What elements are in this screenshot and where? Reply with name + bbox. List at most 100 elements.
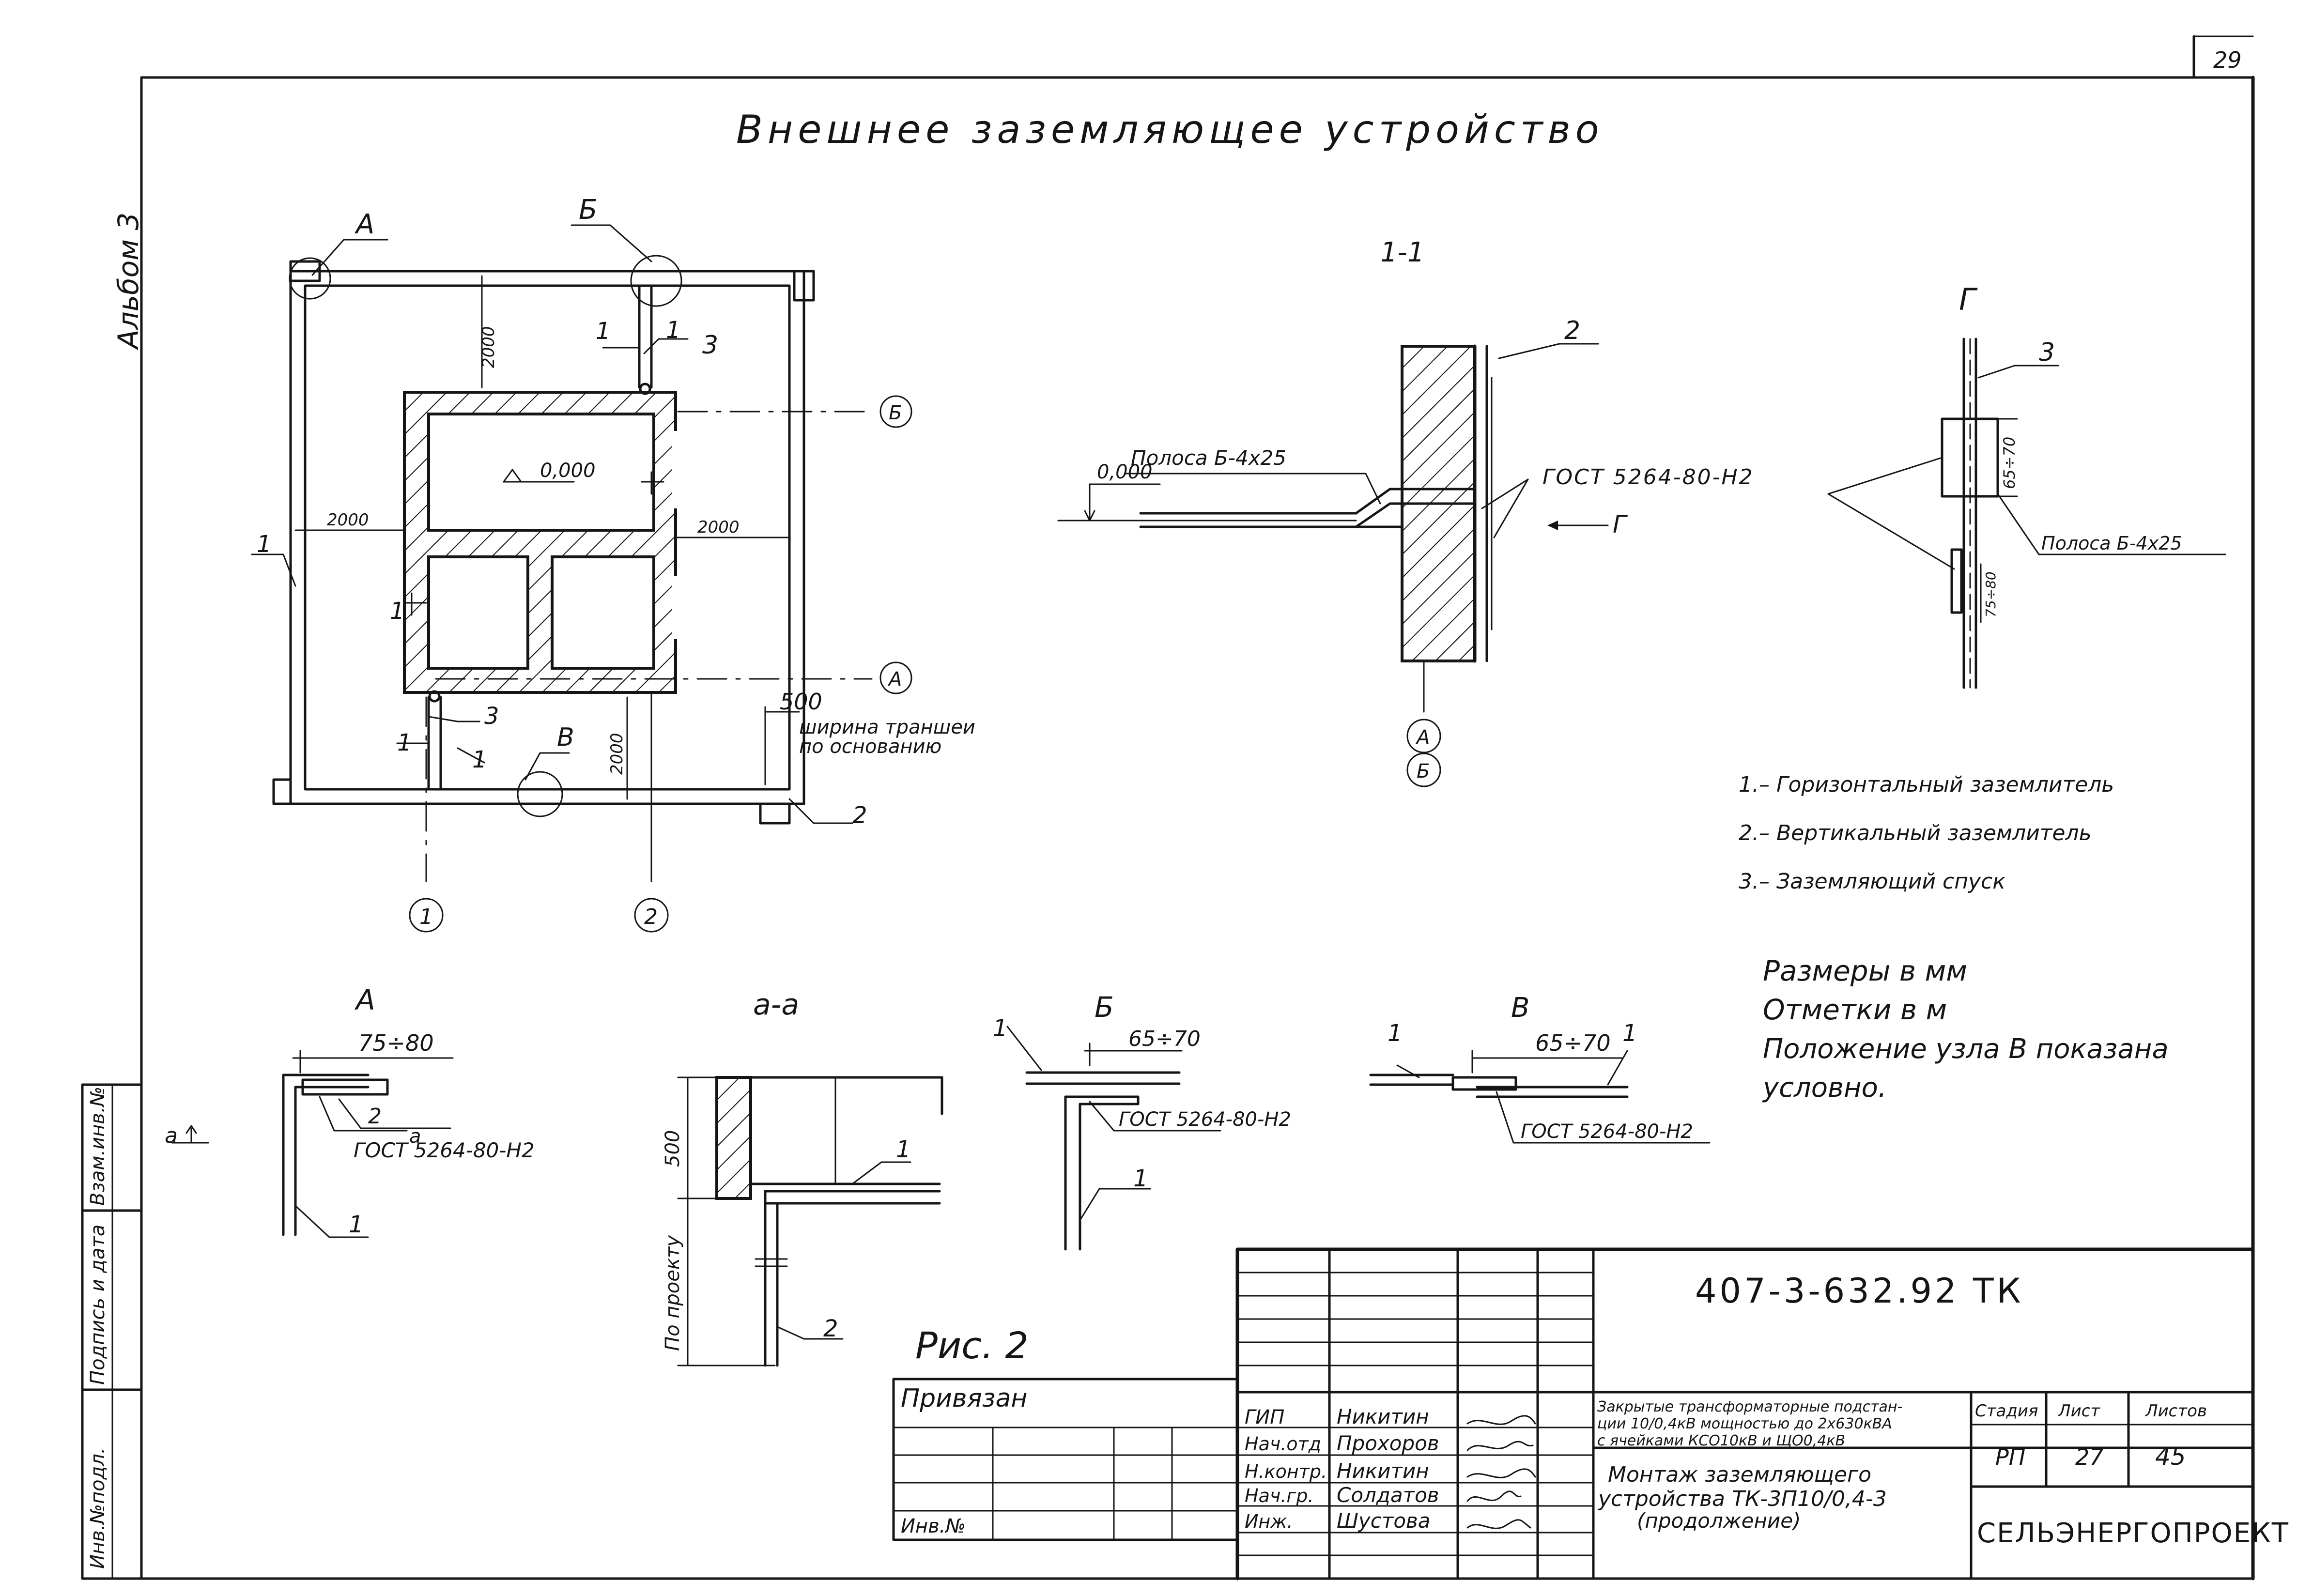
title-block-role: ГИП (1245, 1406, 1284, 1428)
plan-dim-2000-left: 2000 (327, 510, 369, 530)
title-block-org: СЕЛЬЭНЕРГОПРОЕКТ (1977, 1518, 2289, 1549)
detail-a-label-1: 1 (349, 1211, 364, 1238)
plan-dim-500: 500 (780, 689, 822, 715)
side-stamp-podpis: Подпись и дата (87, 1225, 109, 1385)
title-block-name: Прохоров (1337, 1431, 1439, 1455)
title-block-lists: 45 (2155, 1443, 2186, 1471)
sheet-number: 29 (2213, 47, 2242, 73)
detail-b-label-1a: 1 (993, 1015, 1008, 1042)
detail-b-label-1b: 1 (1133, 1165, 1148, 1192)
figure-caption: Рис. 2 (915, 1324, 1029, 1367)
plan-view (251, 224, 912, 933)
side-stamp-inv-podl: Инв.№подл. (87, 1447, 109, 1569)
section-strip-label: Полоса Б-4х25 (1131, 446, 1286, 470)
detail-v-dim: 65÷70 (1535, 1030, 1611, 1056)
plan-callout: 1 (257, 531, 272, 558)
title-block-stage-label: Стадия (1975, 1401, 2038, 1421)
detail-a-a-label-2: 2 (823, 1315, 838, 1342)
view-g-title: Г (1959, 282, 1978, 317)
title-block-name: Шустова (1337, 1509, 1431, 1533)
title-block-list: 27 (2075, 1444, 2104, 1470)
title-block-project-1: Закрытые трансформаторные подстан- (1597, 1398, 1902, 1415)
note-line: Размеры в мм (1763, 954, 1967, 987)
legend-item: 3.– Заземляющий спуск (1739, 869, 2005, 894)
plan-callout: 2 (852, 802, 867, 829)
title-block-sheet-title-1: Монтаж заземляющего (1608, 1462, 1871, 1487)
plan-node-a: А (355, 209, 374, 240)
plan-dim-2000-bottom: 2000 (607, 733, 627, 775)
plan-callout: 3 (484, 703, 499, 730)
detail-a-a-label-1: 1 (896, 1136, 911, 1163)
plan-dim-2000-top: 2000 (479, 326, 498, 368)
title-block-privyazan: Привязан (901, 1384, 1027, 1413)
title-block-role: Нач.гр. (1245, 1485, 1314, 1506)
title-block-inv-no: Инв.№ (901, 1515, 966, 1537)
detail-a-dim: 75÷80 (358, 1030, 434, 1056)
note-line: Положение узла В показана (1763, 1033, 2169, 1065)
detail-section-mark: а (165, 1123, 178, 1148)
title-block-sheet-title-2: устройства ТК-3П10/0,4-3 (1597, 1487, 1887, 1511)
detail-a-label-2: 2 (368, 1104, 382, 1129)
plan-trench-label-1: ширина траншеи (799, 716, 975, 738)
section-axis-a: А (1415, 726, 1430, 749)
detail-a-a-po-proektu: По проекту (662, 1235, 684, 1351)
drawing-title: Внешнее заземляющее устройство (736, 107, 1604, 152)
detail-a-section-mark: а (409, 1125, 421, 1148)
section-axis-b: Б (1417, 760, 1430, 783)
axis-label-b: Б (889, 402, 902, 424)
plan-callout: 3 (702, 331, 718, 360)
detail-b (1006, 1026, 1221, 1251)
title-block-stage: РП (1995, 1444, 2025, 1470)
plan-node-b: Б (579, 194, 597, 226)
note-line: Отметки в м (1763, 993, 1947, 1026)
title-block-code: 407-3-632.92 ТК (1695, 1271, 2023, 1311)
plan-trench-label-2: по основанию (799, 736, 941, 758)
detail-a-a (677, 1076, 943, 1367)
view-g-strip-label: Полоса Б-4х25 (2041, 533, 2182, 554)
building-walls (403, 391, 677, 694)
plan-callout: 1 (390, 598, 405, 625)
title-block (892, 1247, 2255, 1581)
sheet-frame (140, 35, 2255, 1581)
plan-node-v: В (557, 723, 574, 752)
title-block-role: Н.контр. (1245, 1461, 1327, 1482)
detail-v (1369, 1050, 1711, 1144)
detail-b-gost: ГОСТ 5264-80-Н2 (1119, 1108, 1291, 1131)
plan-callout: 1 (472, 746, 487, 773)
detail-a-title: А (354, 983, 375, 1016)
ground-loop-outer (289, 270, 805, 805)
detail-b-title: Б (1095, 991, 1114, 1024)
title-block-list-label: Лист (2057, 1401, 2100, 1421)
section-arrow-g: Г (1613, 510, 1628, 538)
side-stamp-vzam: Взам.инв.№ (87, 1087, 109, 1206)
title-block-project-2: ции 10/0,4кВ мощностью до 2х630кВА (1597, 1415, 1892, 1432)
section-callout-2: 2 (1564, 316, 1580, 345)
title-block-sheet-title-3: (продолжение) (1637, 1509, 1801, 1533)
title-block-name: Солдатов (1337, 1483, 1439, 1507)
title-block-role: Нач.отд (1245, 1433, 1321, 1455)
legend-item: 2.– Вертикальный заземлитель (1739, 821, 2092, 845)
section-1-1-title: 1-1 (1380, 237, 1424, 268)
section-1-1 (1057, 343, 1609, 787)
detail-v-label-1b: 1 (1622, 1020, 1637, 1047)
plan-elevation: 0,000 (540, 460, 596, 482)
detail-b-dim: 65÷70 (1128, 1027, 1201, 1051)
axis-label-1: 1 (419, 905, 433, 929)
album-label: Альбом 3 (112, 213, 145, 351)
plan-callout: 1 (397, 729, 412, 756)
title-block-name: Никитин (1337, 1405, 1429, 1428)
side-stamp (81, 1083, 143, 1580)
detail-a-gost: ГОСТ 5264-80-Н2 (354, 1138, 535, 1162)
title-block-role: Инж. (1245, 1511, 1293, 1532)
title-block-name: Никитин (1337, 1459, 1429, 1483)
plan-callout: 1 (666, 317, 681, 344)
axis-label-2: 2 (644, 905, 658, 929)
title-block-lists-label: Листов (2144, 1401, 2207, 1421)
detail-v-label-1a: 1 (1388, 1020, 1403, 1047)
plan-callout: 1 (596, 318, 611, 345)
detail-v-gost: ГОСТ 5264-80-Н2 (1521, 1120, 1693, 1143)
view-g-dim-75-80: 75÷80 (1983, 571, 1999, 617)
detail-a-a-dim-500: 500 (662, 1130, 684, 1167)
section-gost: ГОСТ 5264-80-Н2 (1542, 465, 1754, 490)
